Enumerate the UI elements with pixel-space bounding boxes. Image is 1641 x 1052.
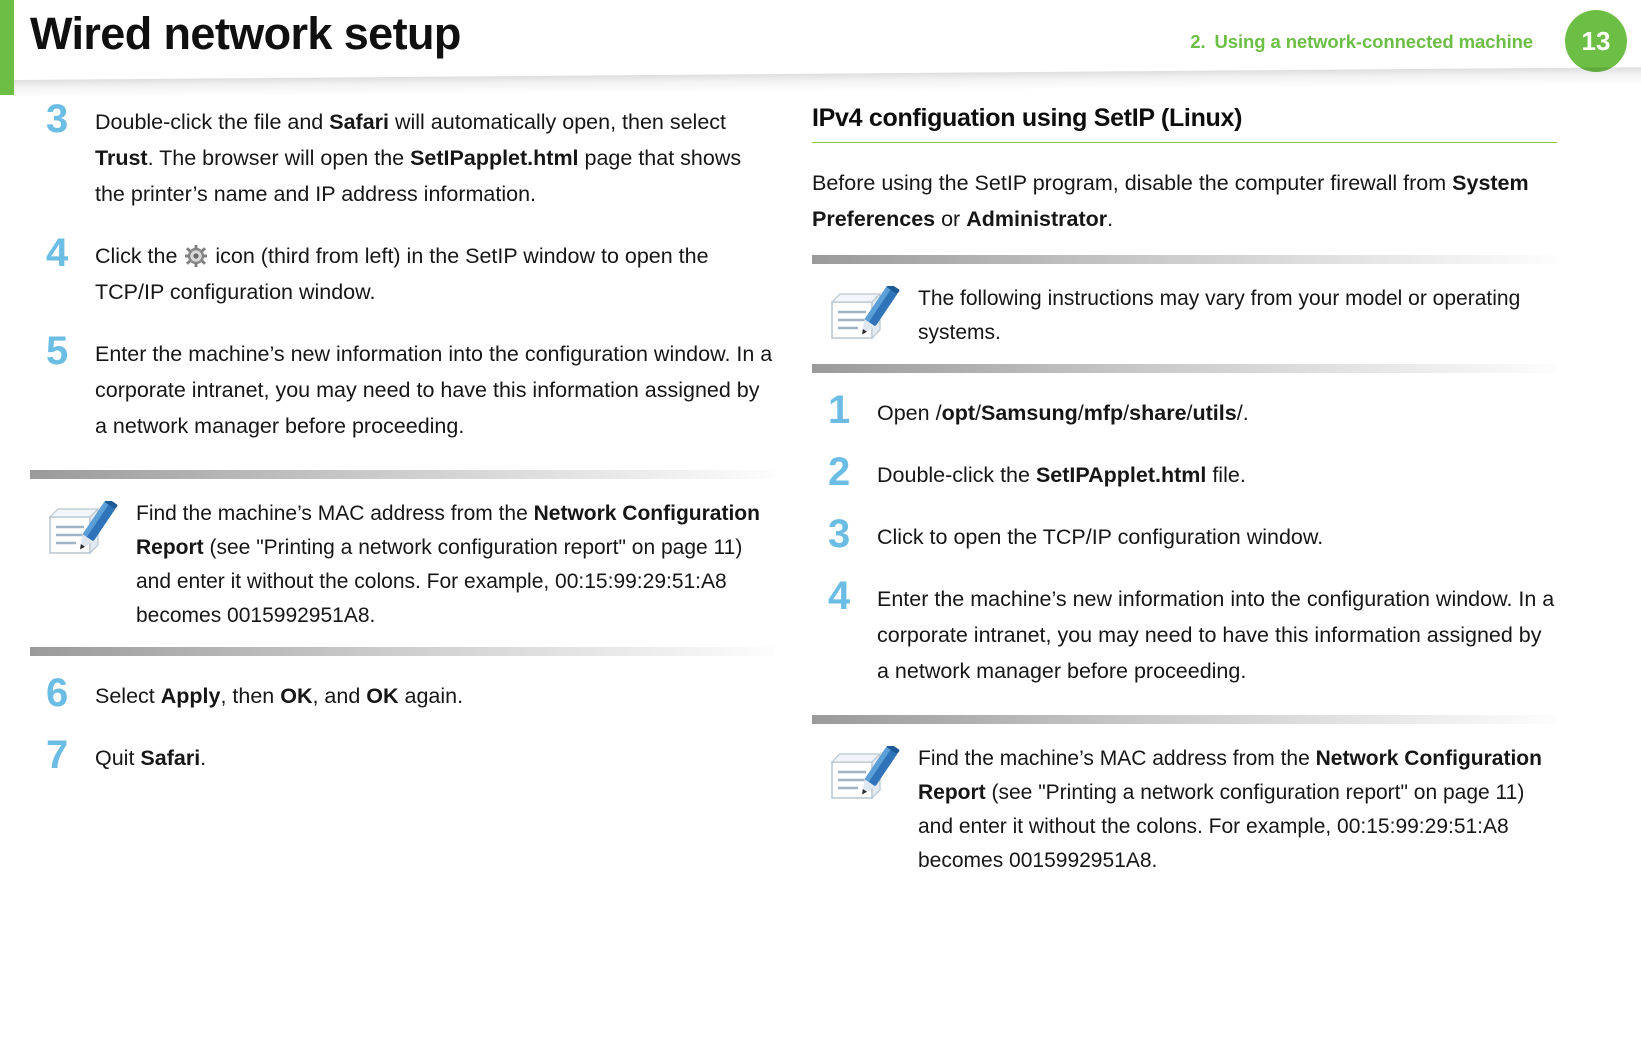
- page-header: Wired network setup 2. Using a network-co…: [0, 0, 1641, 98]
- step-number: 2: [828, 450, 851, 494]
- step-item: 3 Click to open the TCP/IP configuration…: [812, 514, 1557, 555]
- step-text: Double-click the file and Safari will au…: [95, 110, 742, 206]
- chapter-number: 2.: [1190, 31, 1206, 52]
- step-text: Open /opt/Samsung/mfp/share/utils/.: [877, 401, 1249, 425]
- header-shadow-divider: [14, 67, 1641, 98]
- step-item: 3 Double-click the file and Safari will …: [30, 99, 775, 212]
- note-box: The following instructions may vary from…: [812, 255, 1557, 373]
- step-number: 4: [46, 231, 69, 275]
- step-item: 4 Enter the machine’s new information in…: [812, 576, 1557, 689]
- note-box: Find the machine’s MAC address from the …: [30, 470, 775, 656]
- right-column: IPv4 configuation using SetIP (Linux) Be…: [812, 104, 1557, 914]
- step-number: 3: [828, 512, 851, 556]
- content-columns: 3 Double-click the file and Safari will …: [0, 99, 1641, 1052]
- intro-paragraph: Before using the SetIP program, disable …: [812, 171, 1529, 231]
- step-item: 6 Select Apply, then OK, and OK again.: [30, 673, 775, 714]
- note-text: The following instructions may vary from…: [918, 287, 1521, 344]
- step-text: Select Apply, then OK, and OK again.: [95, 684, 464, 708]
- note-box: Find the machine’s MAC address from the …: [812, 715, 1557, 892]
- chapter-breadcrumb: 2. Using a network-connected machine: [1190, 31, 1533, 53]
- note-pen-icon: [826, 286, 902, 348]
- note-pen-icon: [826, 746, 902, 808]
- section-heading: IPv4 configuation using SetIP (Linux): [812, 104, 1557, 143]
- step-number: 5: [46, 329, 69, 373]
- page-number-badge: 13: [1565, 10, 1627, 72]
- step-text: Enter the machine’s new information into…: [877, 587, 1555, 683]
- step-number: 3: [46, 97, 69, 141]
- step-number: 7: [46, 733, 69, 777]
- step-item: 4 Click the icon (third from left) in th…: [30, 233, 775, 310]
- step-text: Click the icon (third from left) in the …: [95, 242, 709, 304]
- left-column: 3 Double-click the file and Safari will …: [30, 99, 775, 802]
- gear-icon: [185, 242, 208, 267]
- step-item: 5 Enter the machine’s new information in…: [30, 331, 775, 444]
- step-text: Enter the machine’s new information into…: [95, 342, 773, 438]
- chapter-title: Using a network-connected machine: [1214, 31, 1534, 52]
- note-pen-icon: [44, 501, 120, 563]
- page-title: Wired network setup: [30, 8, 461, 59]
- step-number: 4: [828, 574, 851, 618]
- step-item: 1 Open /opt/Samsung/mfp/share/utils/.: [812, 390, 1557, 431]
- step-item: 2 Double-click the SetIPApplet.html file…: [812, 452, 1557, 493]
- step-text: Double-click the SetIPApplet.html file.: [877, 463, 1246, 487]
- step-number: 6: [46, 671, 69, 715]
- header-accent-bar: [0, 0, 14, 95]
- note-text: Find the machine’s MAC address from the …: [136, 502, 760, 627]
- step-item: 7 Quit Safari.: [30, 735, 775, 776]
- step-text: Click to open the TCP/IP configuration w…: [877, 525, 1324, 549]
- step-text: Quit Safari.: [95, 746, 207, 770]
- step-number: 1: [828, 388, 851, 432]
- note-text: Find the machine’s MAC address from the …: [918, 747, 1542, 872]
